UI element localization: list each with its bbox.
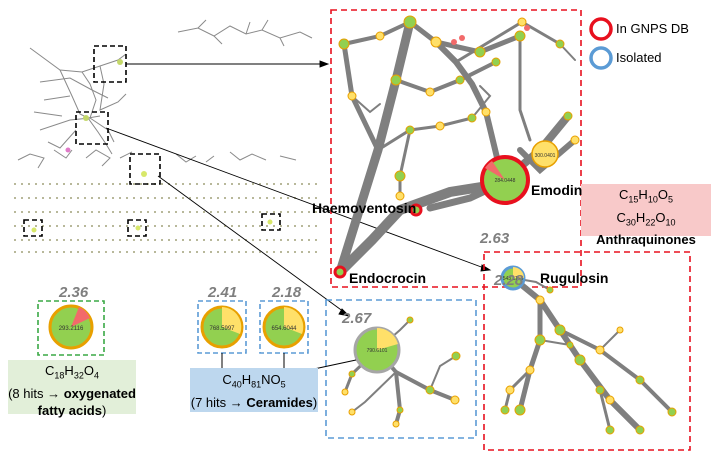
emodin-label: Emodin — [531, 182, 583, 198]
legend-gnps-label: In GNPS DB — [616, 21, 689, 36]
ceramides-note: (7 hits → Ceramides) — [190, 394, 318, 410]
anthraquinones-class-label: Anthraquinones — [596, 232, 696, 248]
haemoventosin-label: Haemoventosin — [312, 200, 417, 216]
ceramides-box: C40H81NO5 (7 hits → Ceramides) — [190, 371, 318, 411]
score-rugulosin-cluster: 2.28 — [494, 272, 524, 289]
score-top-cluster: 2.63 — [480, 230, 510, 247]
svg-text:768.5997: 768.5997 — [209, 326, 235, 332]
anthraquinones-formula-2: C30H22O10 — [616, 209, 676, 228]
score-ceramide-cluster: 2.67 — [342, 310, 372, 327]
svg-text:284.0448: 284.0448 — [495, 178, 516, 184]
endocrocin-label: Endocrocin — [349, 270, 427, 286]
svg-text:654.6044: 654.6044 — [271, 326, 297, 332]
rugulosin-label: Rugulosin — [540, 270, 609, 286]
yellow-node — [531, 140, 559, 168]
isolated-legend-icon — [589, 46, 613, 70]
score-ceramide-b: 2.18 — [272, 284, 302, 301]
svg-text:790.6101: 790.6101 — [367, 348, 388, 354]
rugulosin-cluster: 543.1150 — [483, 251, 691, 451]
svg-text:293.2116: 293.2116 — [59, 326, 84, 332]
singleton-rows — [14, 183, 318, 253]
svg-text:543.1150: 543.1150 — [503, 276, 524, 282]
endocrocin-node — [333, 265, 347, 279]
overview-highlights — [31, 59, 273, 233]
overview-network — [17, 19, 313, 169]
ceramides-formula: C40H81NO5 — [222, 372, 286, 390]
legend — [589, 17, 613, 70]
gnps-legend-icon — [589, 17, 613, 41]
anthraquinone-cluster: 300.0401 284.0448 — [330, 9, 582, 288]
haemoventosin-node — [409, 203, 423, 217]
anthraquinones-formula-1: C15H10O5 — [619, 187, 673, 205]
score-ceramide-a: 2.41 — [208, 284, 238, 301]
fatty-acids-box: C18H32O4 (8 hits → oxygenated fatty acid… — [8, 362, 136, 419]
svg-text:300.0401: 300.0401 — [535, 153, 556, 159]
ceramides-box-bg — [190, 368, 318, 412]
fatty-acid-singleton: 293.2116 — [37, 300, 105, 356]
ceramide-cluster: 790.6101 — [325, 299, 477, 439]
fatty-acids-box-bg — [8, 360, 136, 414]
fatty-acids-note-2: fatty acids) — [37, 402, 107, 418]
connector-arrows — [105, 60, 492, 317]
score-fatty-acid: 2.36 — [59, 284, 89, 301]
fatty-acids-formula: C18H32O4 — [45, 363, 99, 381]
anthraquinones-box-bg — [581, 184, 711, 236]
fatty-acids-note-1: (8 hits → oxygenated — [8, 385, 136, 401]
anthraquinones-box: C15H10O5 C30H22O10 Anthraquinones — [581, 186, 711, 248]
ceramide-singletons: 768.5997 654.6044 — [197, 300, 357, 373]
legend-isolated-label: Isolated — [616, 50, 662, 65]
